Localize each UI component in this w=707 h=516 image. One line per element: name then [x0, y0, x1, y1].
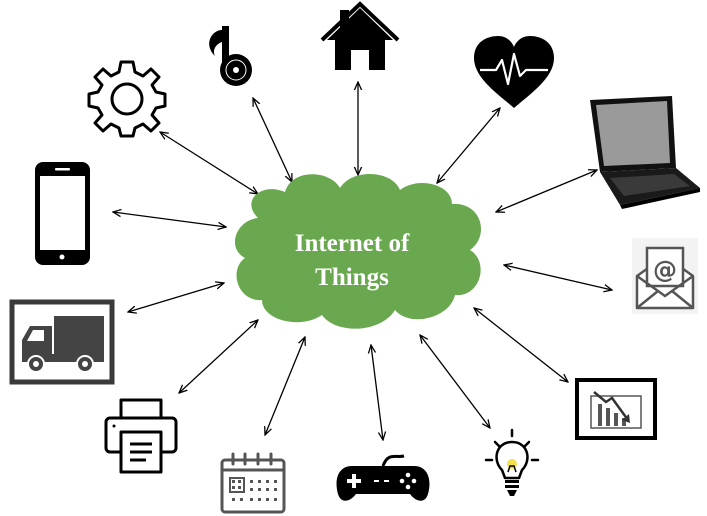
gear-icon: [87, 60, 167, 138]
cloud-shape: [234, 173, 482, 329]
music-note-disc-icon: [209, 26, 252, 86]
arrow-email: [504, 265, 612, 290]
arrow-analytics: [474, 308, 568, 382]
gamepad-icon: [336, 454, 430, 501]
connection-arrows: [113, 82, 612, 440]
printer-icon: [104, 398, 178, 474]
arrow-music: [253, 98, 292, 182]
house-icon: [320, 1, 400, 70]
cloud-title-line1: Internet of: [295, 230, 410, 257]
arrow-health: [437, 108, 500, 183]
iot-cloud: Internet of Things: [234, 173, 482, 329]
arrow-gear: [160, 132, 258, 194]
light-bulb-icon: [484, 428, 540, 496]
laptop-icon: [590, 96, 700, 209]
arrow-gamepad: [371, 345, 383, 440]
heart-pulse-icon: [474, 36, 554, 108]
svg-text:@: @: [653, 256, 677, 284]
arrow-truck: [128, 283, 224, 312]
arrow-calendar: [265, 337, 305, 435]
arrow-bulb: [420, 335, 490, 428]
email-envelope-icon: @: [632, 238, 698, 314]
chart-decline-icon: [575, 378, 657, 440]
arrow-smartphone: [113, 212, 226, 227]
delivery-truck-icon: [9, 299, 115, 385]
cloud-title-line2: Things: [315, 264, 389, 291]
arrow-printer: [179, 320, 258, 393]
calendar-icon: [220, 452, 286, 514]
smartphone-icon: [35, 162, 90, 265]
arrow-laptop: [496, 170, 597, 212]
